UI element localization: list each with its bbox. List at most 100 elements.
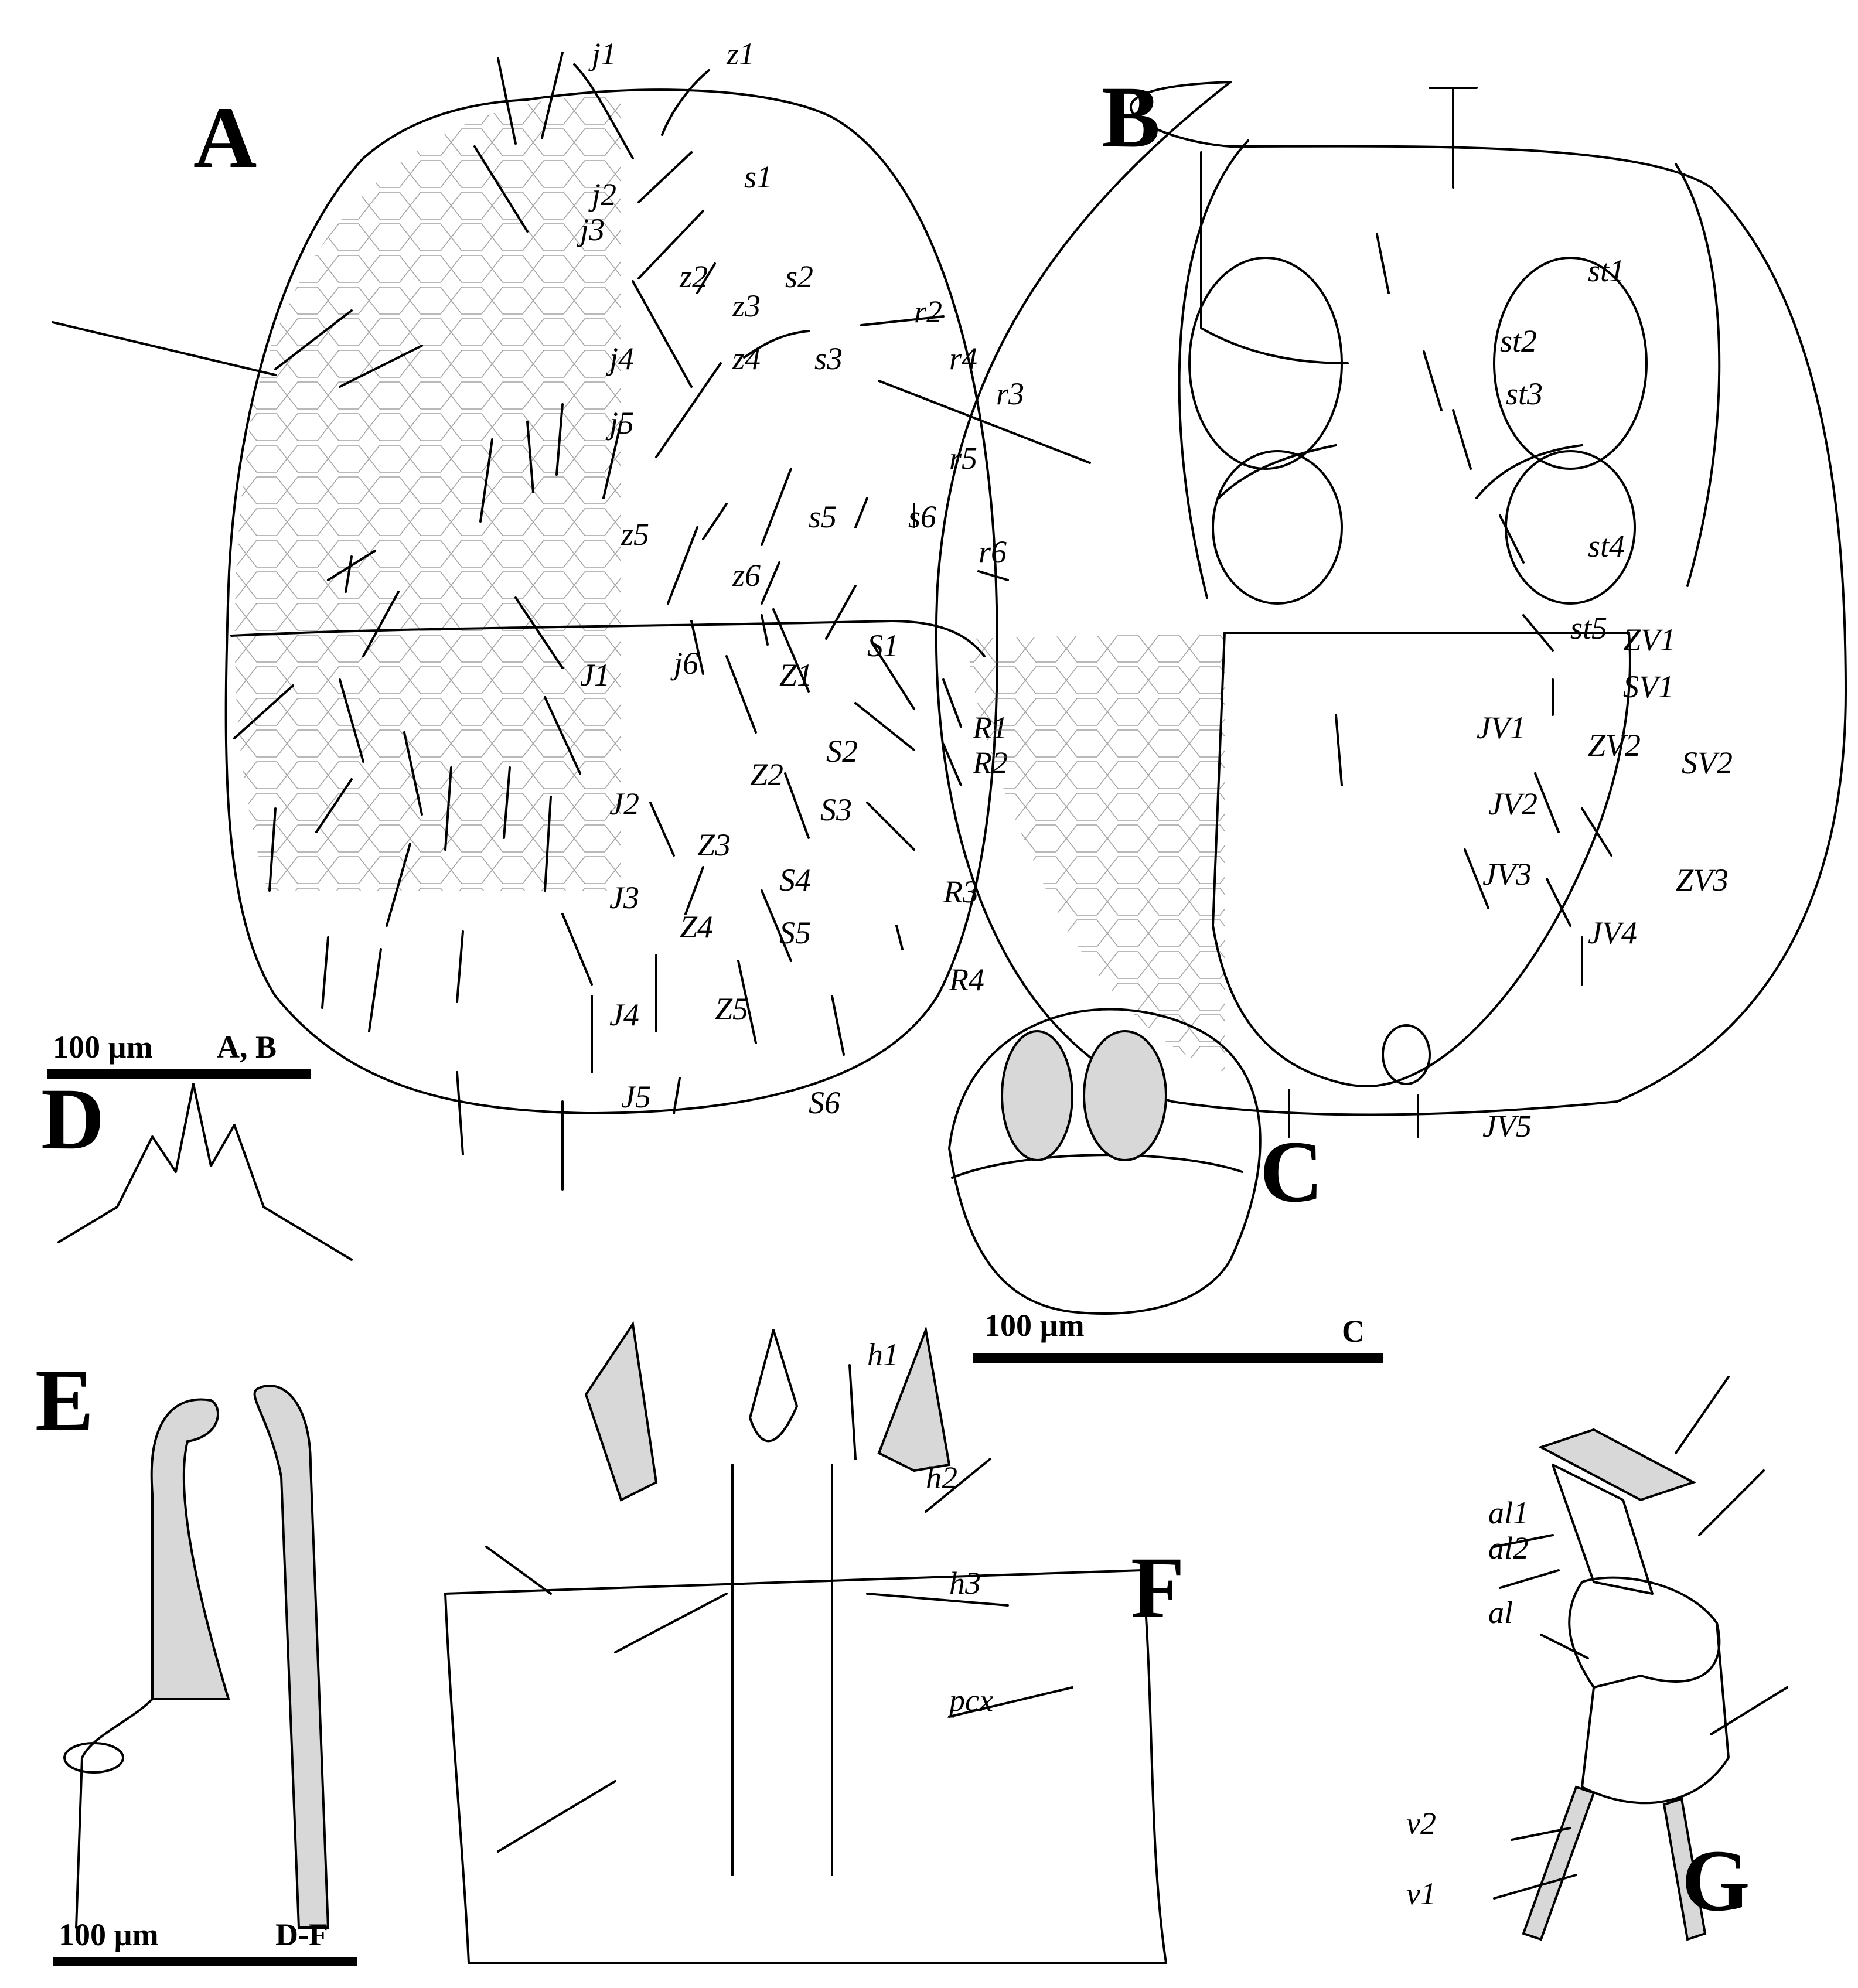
palp-segment-main bbox=[1552, 1464, 1654, 1595]
scale-value-a-b: 100 µm bbox=[53, 1029, 153, 1065]
seta-label-z1: z1 bbox=[726, 36, 755, 71]
seta-label-sv2: SV2 bbox=[1682, 745, 1733, 780]
seta-label-j2: J2 bbox=[609, 786, 639, 821]
sternal-shield-margin bbox=[1218, 444, 1583, 499]
scale-panels-a-b: A, B bbox=[217, 1029, 277, 1065]
panel-letter-f: F bbox=[1131, 1539, 1185, 1636]
seta-label-r6: r6 bbox=[979, 534, 1007, 570]
seta-label-jv3: JV3 bbox=[1482, 857, 1532, 892]
gnathosoma-setae bbox=[485, 1364, 1073, 1853]
seta-label-z4: Z4 bbox=[680, 909, 713, 944]
seta-label-s6: s6 bbox=[908, 499, 936, 534]
coxa-iii-socket-right bbox=[1505, 450, 1636, 605]
scale-panels-c: C bbox=[1342, 1314, 1365, 1349]
seta-label-r3: r3 bbox=[996, 376, 1024, 411]
panel-letter-b: B bbox=[1102, 69, 1160, 166]
seta-label-s5: s5 bbox=[809, 499, 837, 534]
seta-label-st5: st5 bbox=[1570, 611, 1607, 646]
seta-label-h2: h2 bbox=[926, 1460, 957, 1495]
coxa-i-socket-right bbox=[1493, 257, 1648, 470]
dorsal-setae bbox=[52, 52, 1091, 1191]
seta-label-j1: J1 bbox=[580, 657, 610, 693]
palp-setae bbox=[1493, 1376, 1788, 1900]
palp-femur-stalk-right bbox=[1662, 1797, 1707, 1941]
palp-trochanter bbox=[1581, 1622, 1730, 1805]
seta-label-j5: j5 bbox=[606, 405, 634, 441]
seta-label-zv1: ZV1 bbox=[1623, 622, 1676, 657]
seta-label-s3: S3 bbox=[820, 792, 852, 827]
seta-label-j1: j1 bbox=[588, 36, 616, 71]
seta-label-s2: S2 bbox=[826, 734, 858, 769]
seta-label-r2: r2 bbox=[914, 294, 942, 329]
seta-label-jv4: JV4 bbox=[1588, 915, 1637, 950]
seta-label-j6: j6 bbox=[670, 646, 698, 681]
seta-label-v1: v1 bbox=[1406, 1876, 1436, 1911]
peritreme-left bbox=[1178, 139, 1249, 599]
movable-digit bbox=[253, 1385, 330, 1929]
seta-label-s3: s3 bbox=[814, 341, 843, 376]
genital-plate-left bbox=[1001, 1030, 1073, 1161]
panel-c-genital-shield: C bbox=[948, 1008, 1323, 1315]
seta-label-st1: st1 bbox=[1588, 253, 1625, 288]
seta-label-st4: st4 bbox=[1588, 528, 1625, 564]
scale-value-c: 100 µm bbox=[984, 1308, 1085, 1343]
scale-bar-a-b: 100 µm A, B bbox=[47, 1029, 311, 1079]
coxa-i-socket bbox=[1188, 257, 1343, 470]
subcapitulum-outline bbox=[444, 1569, 1167, 1964]
seta-label-s4: S4 bbox=[779, 862, 811, 898]
panel-letter-d: D bbox=[41, 1070, 104, 1168]
seta-label-z3: z3 bbox=[732, 288, 761, 323]
seta-label-h3: h3 bbox=[949, 1566, 981, 1601]
seta-label-s2: s2 bbox=[785, 259, 813, 294]
palp-segment-distal bbox=[1537, 1428, 1697, 1502]
seta-label-z5: Z5 bbox=[715, 991, 748, 1027]
corniculus-right bbox=[877, 1325, 951, 1472]
fixed-digit bbox=[150, 1398, 230, 1700]
peritreme-right bbox=[1675, 163, 1721, 587]
seta-label-st3: st3 bbox=[1506, 376, 1543, 411]
seta-label-sv1: SV1 bbox=[1623, 669, 1674, 704]
seta-label-z1: Z1 bbox=[779, 657, 813, 693]
scale-panels-d-f: D-F bbox=[275, 1917, 328, 1952]
seta-label-z6: z6 bbox=[732, 558, 761, 593]
panel-letter-g: G bbox=[1682, 1832, 1750, 1929]
sternal-shield-outline bbox=[1200, 151, 1349, 364]
seta-label-jv5: JV5 bbox=[1482, 1109, 1532, 1144]
coxa-iii-socket bbox=[1212, 450, 1343, 605]
genital-plate-right bbox=[1083, 1030, 1167, 1161]
labels-panel-f: h1 h2 h3 pcx bbox=[867, 1337, 993, 1718]
panel-e-chelicera: E bbox=[35, 1352, 330, 1929]
seta-label-z4: z4 bbox=[732, 341, 761, 376]
ventral-setae bbox=[1288, 233, 1612, 1138]
panel-letter-a: A bbox=[193, 89, 257, 186]
seta-label-jv2: JV2 bbox=[1488, 786, 1537, 821]
seta-label-jv1: JV1 bbox=[1477, 710, 1526, 745]
arthrodial-corona bbox=[63, 1742, 124, 1774]
scale-bar-c: 100 µm C bbox=[973, 1308, 1383, 1363]
shield-division-c bbox=[951, 1154, 1243, 1179]
seta-label-j3: J3 bbox=[609, 880, 639, 915]
panel-f-gnathosoma: F h1 h2 h3 pcx bbox=[444, 1321, 1185, 1964]
seta-label-s5: S5 bbox=[779, 915, 811, 950]
corniculus-left bbox=[584, 1321, 658, 1502]
seta-label-al1: al1 bbox=[1488, 1495, 1529, 1530]
podonotal-opisthonotal-line bbox=[230, 620, 986, 657]
seta-label-j3: j3 bbox=[577, 212, 605, 247]
shield-reticulation bbox=[234, 96, 621, 891]
seta-label-v2: v2 bbox=[1406, 1806, 1436, 1841]
seta-label-pcx: pcx bbox=[947, 1683, 993, 1718]
seta-label-al: al bbox=[1488, 1595, 1513, 1630]
tectum bbox=[1429, 87, 1478, 189]
seta-label-j4: J4 bbox=[609, 997, 639, 1032]
seta-label-s1: s1 bbox=[744, 159, 772, 195]
seta-label-s1: S1 bbox=[867, 628, 899, 663]
seta-label-h1: h1 bbox=[867, 1337, 899, 1372]
panel-d-tectum: D bbox=[41, 1070, 353, 1261]
tectum-outline bbox=[57, 1083, 353, 1261]
panel-letter-c: C bbox=[1260, 1123, 1323, 1220]
palp-genu bbox=[1568, 1576, 1721, 1689]
